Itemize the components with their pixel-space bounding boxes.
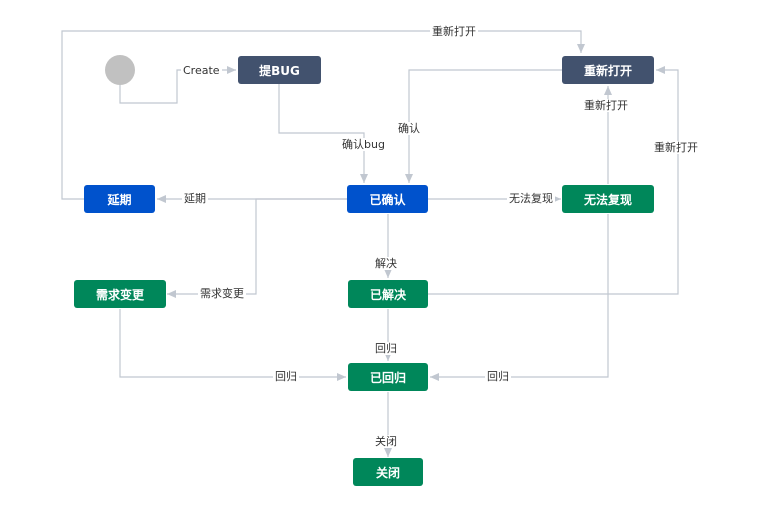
label-regress-left: 回归 xyxy=(273,370,299,383)
label-reopen-top: 重新打开 xyxy=(430,25,478,38)
label-confirm-bug: 确认bug xyxy=(340,138,387,151)
label-confirm: 确认 xyxy=(396,122,422,135)
label-regress-mid: 回归 xyxy=(373,342,399,355)
label-cannot-reproduce: 无法复现 xyxy=(507,192,555,205)
edge-confirm-bug xyxy=(278,84,368,183)
edge-regress-left xyxy=(119,309,346,381)
node-cannot-reproduce[interactable]: 无法复现 xyxy=(562,185,654,213)
edge-requirement-change xyxy=(167,198,347,298)
node-postpone[interactable]: 延期 xyxy=(84,185,155,213)
node-regressed[interactable]: 已回归 xyxy=(348,363,428,391)
edge-confirm xyxy=(405,69,562,183)
edge-reopen-top xyxy=(61,30,585,200)
start-node xyxy=(105,55,135,85)
label-resolve: 解决 xyxy=(373,257,399,270)
label-close: 关闭 xyxy=(373,435,399,448)
label-regress-right: 回归 xyxy=(485,370,511,383)
node-resolved[interactable]: 已解决 xyxy=(348,280,428,308)
node-requirement-change[interactable]: 需求变更 xyxy=(74,280,166,308)
edge-reopen-right xyxy=(428,66,679,295)
label-create: Create xyxy=(181,64,222,77)
label-postpone: 延期 xyxy=(182,192,208,205)
node-closed[interactable]: 关闭 xyxy=(353,458,423,486)
node-submit-bug[interactable]: 提BUG xyxy=(238,56,321,84)
label-requirement-change: 需求变更 xyxy=(198,287,246,300)
label-reopen-right: 重新打开 xyxy=(652,141,700,154)
label-reopen-mid: 重新打开 xyxy=(582,99,630,112)
node-confirmed[interactable]: 已确认 xyxy=(347,185,428,213)
edge-regress-right xyxy=(430,214,609,381)
node-reopen[interactable]: 重新打开 xyxy=(562,56,654,84)
